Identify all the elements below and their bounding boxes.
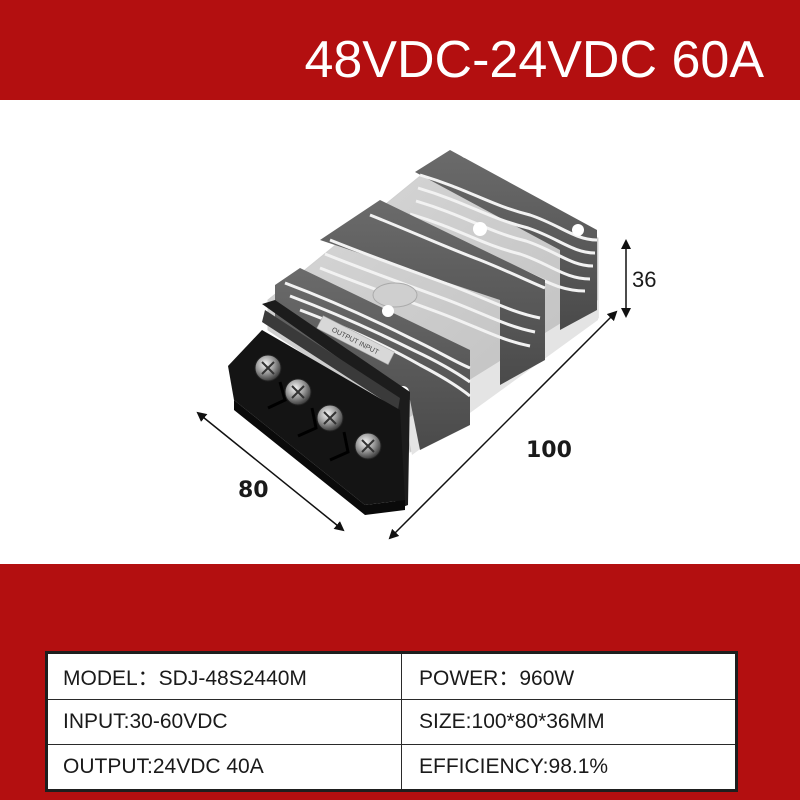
screw-icon — [284, 378, 312, 406]
spec-efficiency: EFFICIENCY:98.1% — [419, 755, 609, 778]
spec-table: MODEL：SDJ-48S2440M POWER：960W INPUT:30-6… — [45, 651, 738, 792]
width-dimension-label: 80 — [238, 478, 269, 503]
spec-input: INPUT:30-60VDC — [48, 700, 402, 745]
width-dimension-arrow — [196, 411, 345, 532]
page-title: 48VDC-24VDC 60A — [304, 31, 764, 89]
screw-icon — [354, 432, 382, 460]
logo-icon — [372, 282, 418, 308]
spec-power: POWER：960W — [402, 654, 735, 700]
product-image-area: OUTPUT INPUT — [0, 100, 800, 564]
length-dimension-label: 100 — [526, 438, 572, 463]
screw-icon — [254, 354, 282, 382]
dc-converter-illustration: OUTPUT INPUT — [196, 146, 631, 540]
spec-model: MODEL：SDJ-48S2440M — [48, 654, 402, 700]
height-dimension-label: 36 — [632, 267, 657, 292]
spec-size: SIZE:100*80*36MM — [402, 700, 735, 745]
header-band: 48VDC-24VDC 60A — [0, 0, 800, 100]
heatsink-fins-rear — [399, 146, 598, 330]
screw-icon — [316, 404, 344, 432]
length-dimension-arrow — [388, 310, 618, 540]
spec-output: OUTPUT:24VDC 40A — [48, 745, 402, 789]
